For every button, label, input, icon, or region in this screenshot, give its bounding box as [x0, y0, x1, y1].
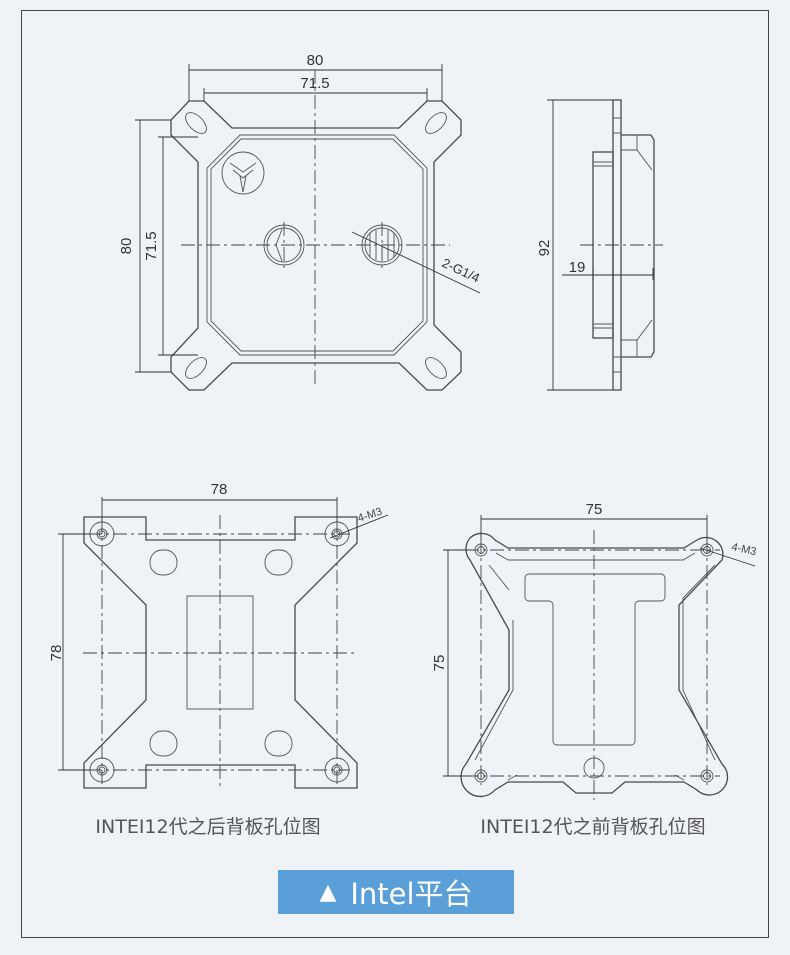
dim-height: 78	[48, 645, 65, 662]
backplate-after-12th-gen-drawing: 78 78 4-M3	[48, 481, 389, 790]
brand-logo	[221, 151, 265, 195]
dim-height: 75	[431, 655, 448, 672]
dim-height-outer: 80	[118, 238, 135, 255]
dim-height-inner: 71.5	[143, 231, 160, 260]
dim-width: 75	[586, 501, 603, 518]
intel-platform-badge: ▲ Intel平台	[278, 870, 514, 914]
dim-width-outer: 80	[307, 52, 324, 69]
port-thread-label: 2-G1/4	[440, 255, 482, 285]
platform-label: Intel平台	[350, 877, 473, 911]
backplate-before-12th-gen-drawing: 75 75 4-M3	[431, 501, 757, 800]
dim-width-inner: 71.5	[300, 75, 329, 92]
caption-after-12th-gen: INTEI12代之后背板孔位图	[95, 816, 321, 838]
hole-spec-label: 4-M3	[730, 541, 757, 558]
triangle-up-icon: ▲	[319, 879, 337, 905]
dim-height: 92	[536, 240, 553, 257]
dim-depth: 19	[569, 259, 586, 276]
caption-before-12th-gen: INTEI12代之前背板孔位图	[480, 816, 706, 838]
waterblock-side-view: 92 19	[536, 99, 663, 391]
waterblock-top-view: 80 71.5 80 71.5 2-G1/4	[118, 52, 482, 391]
frame-border	[21, 10, 769, 938]
dim-width: 78	[211, 481, 228, 498]
